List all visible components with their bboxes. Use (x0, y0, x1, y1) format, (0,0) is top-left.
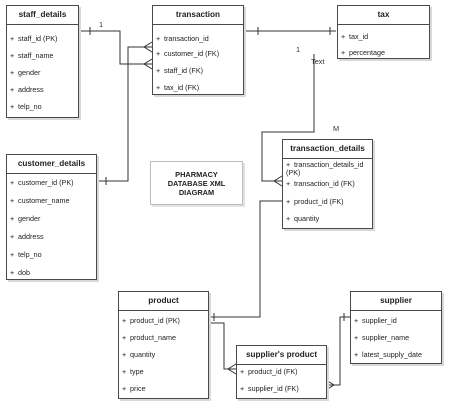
crowfoot-transaction-details (273, 175, 283, 187)
attribute-row: +telp_no (10, 250, 42, 259)
attribute-row: +quantity (122, 350, 156, 359)
attribute-row: +product_id (FK) (240, 367, 298, 376)
attribute-row: +latest_supply_date (354, 350, 422, 359)
entity-title: supplier (351, 292, 441, 311)
entity-title: supplier's product (237, 346, 326, 365)
connector-product-transaction-details (208, 200, 282, 318)
diagram-title-line-2: DATABASE XML (167, 178, 226, 188)
entity-title: product (119, 292, 208, 311)
attribute-row: +customer_id (PK) (10, 178, 74, 187)
entity-title: transaction (153, 6, 243, 25)
attribute-row: +tax_id (341, 32, 369, 41)
attribute-row: +supplier_name (354, 333, 410, 342)
attribute-row: +staff_id (PK) (10, 34, 58, 43)
attribute-row: +quantity (286, 214, 320, 223)
crowfoot-staff-transaction (143, 58, 153, 70)
attribute-row: +type (122, 367, 144, 376)
connector-supplier-suppliers-product (326, 316, 350, 386)
attribute-row: +transaction_id (156, 34, 209, 43)
entity-staff-details[interactable]: staff_details +staff_id (PK) +staff_name… (6, 5, 79, 118)
edge-label-tax-one: 1 (296, 45, 301, 54)
edge-label-text: Text (311, 57, 325, 66)
crowfoot-customer-transaction (143, 41, 153, 53)
attribute-row: +transaction_id (FK) (286, 179, 355, 188)
diagram-title-line-1: PHARMACY (175, 169, 218, 179)
edge-label-staff-one: 1 (99, 20, 104, 29)
entity-suppliers-product[interactable]: supplier's product +product_id (FK) +sup… (236, 345, 327, 399)
crowfoot-supplier-suppliers-product (325, 379, 335, 391)
attribute-row: +product_name (122, 333, 176, 342)
attribute-row: +customer_name (10, 196, 70, 205)
attribute-row: +customer_id (FK) (156, 49, 220, 58)
connector-staff-transaction (78, 30, 152, 65)
diagram-title: PHARMACY DATABASE XML DIAGRAM (150, 161, 243, 205)
attribute-row: +gender (10, 214, 41, 223)
entity-customer-details[interactable]: customer_details +customer_id (PK) +cust… (6, 154, 97, 280)
connector-transaction-details (261, 54, 315, 182)
entity-tax[interactable]: tax +tax_id +percentage (337, 5, 430, 59)
attribute-row: +tax_id (FK) (156, 83, 200, 92)
diagram-title-line-3: DIAGRAM (178, 187, 215, 197)
attribute-row: +price (122, 384, 146, 393)
attribute-row: +percentage (341, 48, 385, 57)
attribute-row: +gender (10, 68, 41, 77)
entity-transaction[interactable]: transaction +transaction_id +customer_id… (152, 5, 244, 95)
crowfoot-product-suppliers-product (227, 363, 237, 375)
connector-product-suppliers-product (208, 322, 236, 370)
attribute-row: +telp_no (10, 102, 42, 111)
attribute-row: +dob (10, 268, 30, 277)
attribute-row: +staff_name (10, 51, 54, 60)
entity-transaction-details[interactable]: transaction_details +transaction_details… (282, 139, 373, 229)
entity-title: tax (338, 6, 429, 25)
attribute-row: +staff_id (FK) (156, 66, 204, 75)
attribute-row: +address (10, 85, 44, 94)
edge-label-many: M (333, 124, 340, 133)
entity-title: staff_details (7, 6, 78, 25)
connector-customer-transaction (97, 46, 152, 182)
attribute-row: +product_id (PK) (122, 316, 180, 325)
attribute-row: +transaction_details_id (PK) (286, 160, 364, 177)
entity-title: transaction_details (283, 140, 372, 159)
attribute-row: +product_id (FK) (286, 197, 344, 206)
entity-supplier[interactable]: supplier +supplier_id +supplier_name +la… (350, 291, 442, 364)
attribute-row: +supplier_id (FK) (240, 384, 299, 393)
entity-title: customer_details (7, 155, 96, 174)
attribute-row: +address (10, 232, 44, 241)
attribute-row: +supplier_id (354, 316, 397, 325)
entity-product[interactable]: product +product_id (PK) +product_name +… (118, 291, 209, 399)
